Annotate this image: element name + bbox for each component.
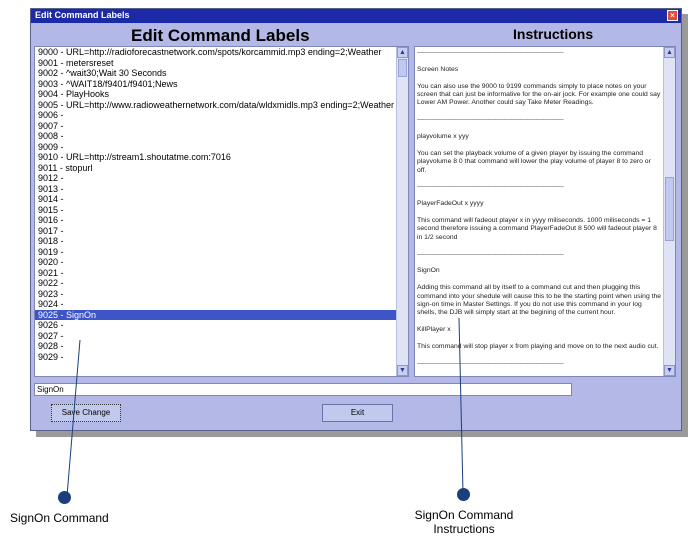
instruction-separator: ----------------------------------------… xyxy=(417,183,564,191)
scroll-down-icon[interactable]: ▼ xyxy=(397,365,408,376)
instructions-scrollbar[interactable]: ▲ ▼ xyxy=(663,47,675,376)
scroll-up-icon[interactable]: ▲ xyxy=(664,47,675,58)
list-item[interactable]: 9011 - stopurl xyxy=(38,162,93,173)
list-item[interactable]: 9012 - xyxy=(38,173,64,183)
scroll-up-icon[interactable]: ▲ xyxy=(397,47,408,58)
list-item[interactable]: 9000 - URL=http://radioforecastnetwork.c… xyxy=(38,47,382,57)
instruction-separator: ----------------------------------------… xyxy=(417,49,564,56)
list-item[interactable]: 9023 - xyxy=(38,288,64,299)
instruction-paragraph: SignOn xyxy=(417,267,440,275)
list-item[interactable]: 9007 - xyxy=(38,120,64,131)
instruction-paragraph: You can set the playback volume of a giv… xyxy=(417,149,651,174)
callout-dot-right xyxy=(457,488,470,501)
command-list[interactable]: 9000 - URL=http://radioforecastnetwork.c… xyxy=(34,46,409,377)
title-bar[interactable]: Edit Command Labels × xyxy=(31,9,681,23)
command-list-scrollbar[interactable]: ▲ ▼ xyxy=(396,47,408,376)
list-item[interactable]: 9025 - SignOn xyxy=(35,309,396,320)
close-icon[interactable]: × xyxy=(667,10,678,21)
instructions-panel[interactable]: ----------------------------------------… xyxy=(414,46,676,377)
callout-caption-signon-command: SignOn Command xyxy=(10,511,109,525)
instruction-paragraph: KillPlayer x xyxy=(417,326,451,334)
instruction-paragraph: Screen Notes xyxy=(417,65,459,73)
scroll-down-icon[interactable]: ▼ xyxy=(664,365,675,376)
exit-button[interactable]: Exit xyxy=(322,404,393,422)
panel-heading-instructions: Instructions xyxy=(513,26,594,42)
list-item[interactable]: 9026 - xyxy=(38,320,64,330)
list-item[interactable]: 9005 - URL=http://www.radioweathernetwor… xyxy=(38,99,395,110)
instruction-separator: ----------------------------------------… xyxy=(417,250,564,258)
callout-dot-left xyxy=(58,491,71,504)
list-item[interactable]: 9004 - PlayHooks xyxy=(38,89,110,99)
list-item[interactable]: 9018 - xyxy=(38,236,64,246)
list-item[interactable]: 9022 - xyxy=(38,278,64,288)
instruction-separator: ----------------------------------------… xyxy=(417,359,564,367)
save-change-button[interactable]: Save Change xyxy=(51,404,121,422)
list-item[interactable]: 9027 - xyxy=(38,330,64,341)
list-item[interactable]: 9028 - xyxy=(38,341,64,351)
list-item[interactable]: 9024 - xyxy=(38,299,64,309)
command-label-input[interactable]: SignOn xyxy=(34,383,572,396)
list-item[interactable]: 9009 - xyxy=(38,141,64,152)
caption-line-1: SignOn Command xyxy=(414,508,514,522)
instructions-text: ----------------------------------------… xyxy=(417,49,662,376)
list-item[interactable]: 9003 - ^WAIT18/f9401/f9401;News xyxy=(38,78,178,89)
instruction-separator: ----------------------------------------… xyxy=(417,116,564,124)
list-item[interactable]: 9014 - xyxy=(38,194,64,204)
instruction-paragraph: PlayerFadeOut x yyyy xyxy=(417,200,484,208)
list-item[interactable]: 9020 - xyxy=(38,257,64,267)
list-item[interactable]: 9019 - xyxy=(38,246,64,257)
list-item[interactable]: 9015 - xyxy=(38,204,64,215)
list-item[interactable]: 9021 - xyxy=(38,267,64,278)
list-item[interactable]: 9006 - xyxy=(38,110,64,120)
list-item[interactable]: 9008 - xyxy=(38,131,64,141)
instruction-paragraph: playvolume x yyy xyxy=(417,133,469,140)
list-item[interactable]: 9002 - ^wait30;Wait 30 Seconds xyxy=(38,68,167,78)
instruction-paragraph: You can also use the 9000 to 9199 comman… xyxy=(417,82,661,107)
scroll-thumb[interactable] xyxy=(398,59,407,77)
list-item[interactable]: 9029 - xyxy=(38,351,64,362)
list-item[interactable]: 9010 - URL=http://stream1.shoutatme.com:… xyxy=(38,152,231,162)
caption-line-2: Instructions xyxy=(433,522,495,536)
instruction-paragraph: This command will fadeout player x in yy… xyxy=(417,217,657,241)
edit-command-labels-window: Edit Command Labels × Edit Command Label… xyxy=(30,8,682,431)
signon-instructions-callout-line xyxy=(458,317,464,494)
instruction-paragraph: Adding this command all by itself to a c… xyxy=(417,284,662,317)
command-list-items: 9000 - URL=http://radioforecastnetwork.c… xyxy=(35,47,396,362)
panel-heading-commands: Edit Command Labels xyxy=(131,26,310,45)
list-item[interactable]: 9001 - metersreset xyxy=(38,57,114,68)
list-item[interactable]: 9016 - xyxy=(38,215,64,225)
list-item[interactable]: 9013 - xyxy=(38,183,64,194)
signon-command-callout-line xyxy=(66,339,81,497)
callout-caption-signon-instructions: SignOn Command Instructions xyxy=(405,508,523,536)
list-item[interactable]: 9017 - xyxy=(38,225,64,236)
instruction-paragraph: This command will stop player x from pla… xyxy=(417,343,659,351)
window-title: Edit Command Labels xyxy=(35,10,130,20)
scroll-thumb[interactable] xyxy=(665,177,674,241)
